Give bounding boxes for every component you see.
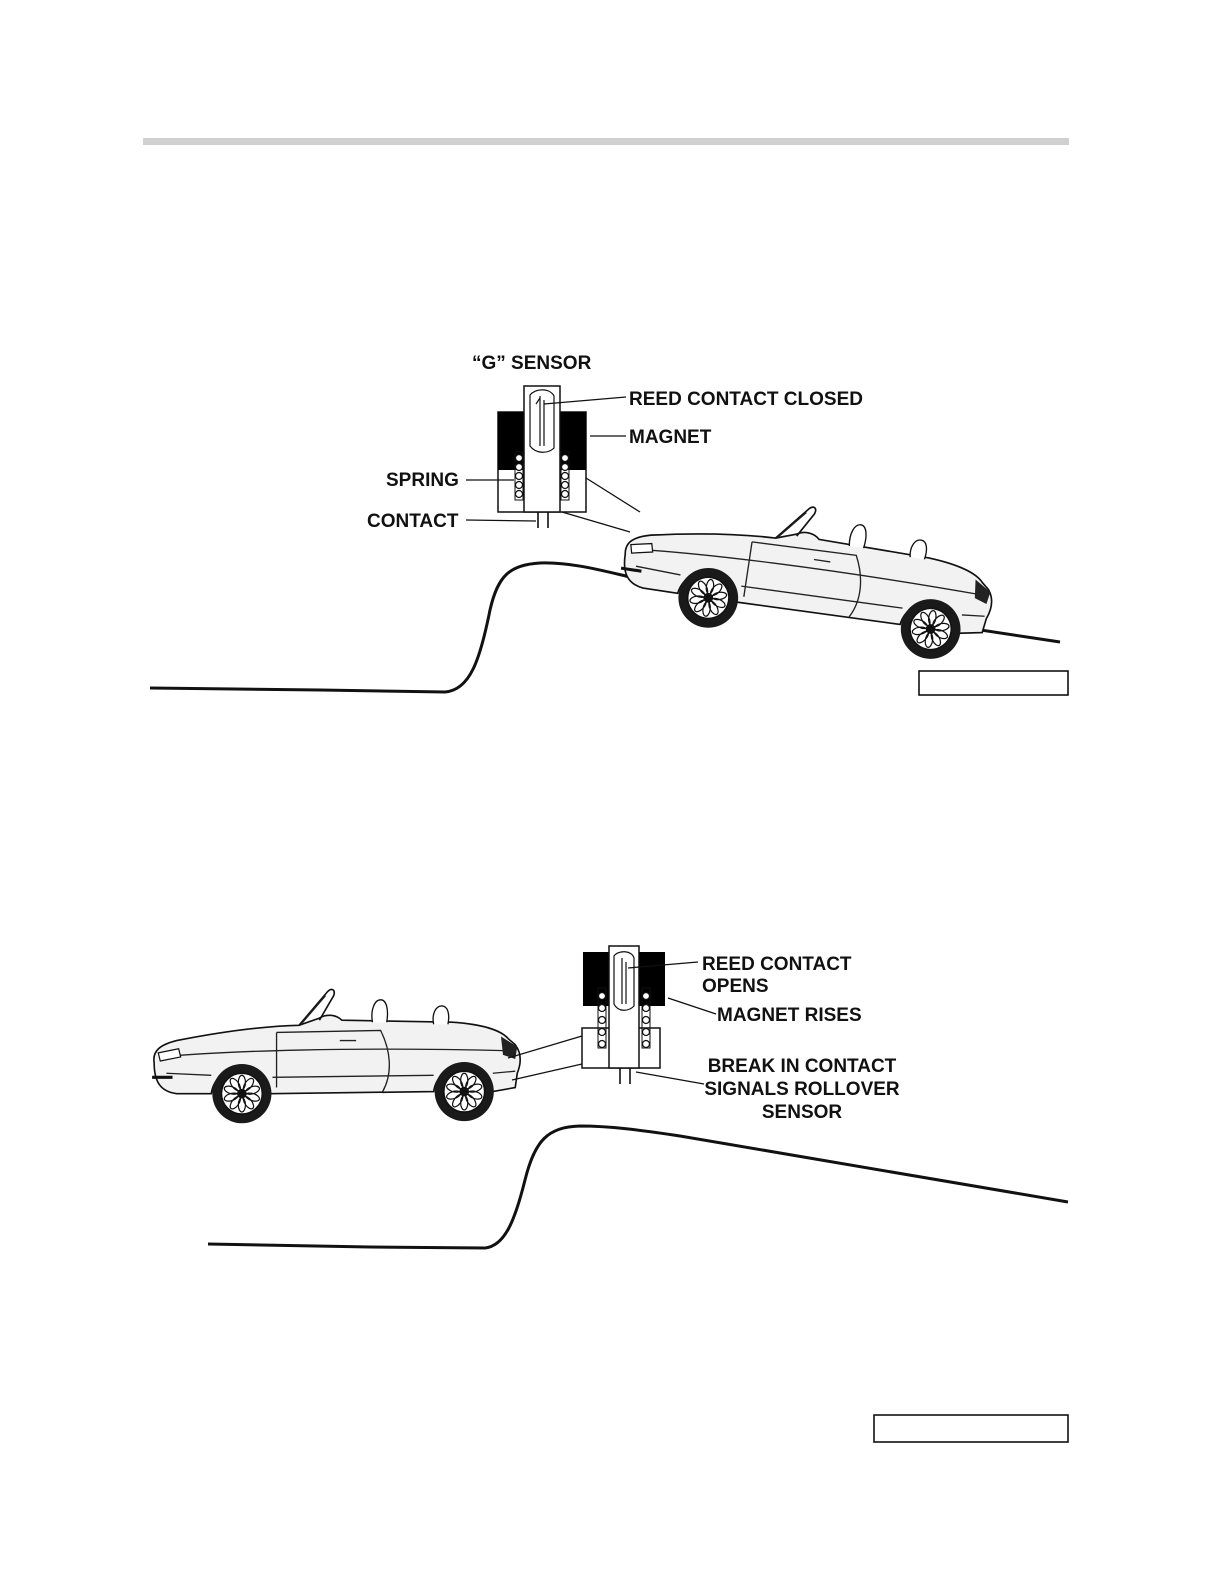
- convertible-car-icon: [614, 480, 1001, 668]
- figure-number-box-2: [874, 1415, 1068, 1442]
- convertible-car-icon: [152, 990, 520, 1124]
- figure-number-box-1: [919, 671, 1068, 695]
- label-break-in-contact-3: SENSOR: [762, 1102, 843, 1123]
- label-g-sensor: “G” SENSOR: [472, 353, 592, 374]
- label-reed-contact-opens-2: OPENS: [702, 976, 769, 997]
- figure-2: REED CONTACT OPENS MAGNET RISES BREAK IN…: [152, 946, 1068, 1442]
- header-rule: [143, 138, 1069, 145]
- label-reed-contact-closed: REED CONTACT CLOSED: [629, 389, 863, 410]
- label-spring: SPRING: [386, 470, 459, 491]
- g-sensor-icon: [582, 946, 665, 1084]
- label-break-in-contact-1: BREAK IN CONTACT: [708, 1056, 897, 1077]
- figure-1: “G” SENSOR REED CONTACT CLOSED MAGNET SP…: [150, 353, 1068, 695]
- label-magnet: MAGNET: [629, 427, 712, 448]
- label-magnet-rises: MAGNET RISES: [717, 1005, 862, 1026]
- terrain-2: [208, 1126, 1068, 1248]
- label-reed-contact-opens-1: REED CONTACT: [702, 954, 852, 975]
- label-contact: CONTACT: [367, 511, 459, 532]
- g-sensor-icon: [498, 386, 586, 528]
- label-break-in-contact-2: SIGNALS ROLLOVER: [704, 1079, 900, 1100]
